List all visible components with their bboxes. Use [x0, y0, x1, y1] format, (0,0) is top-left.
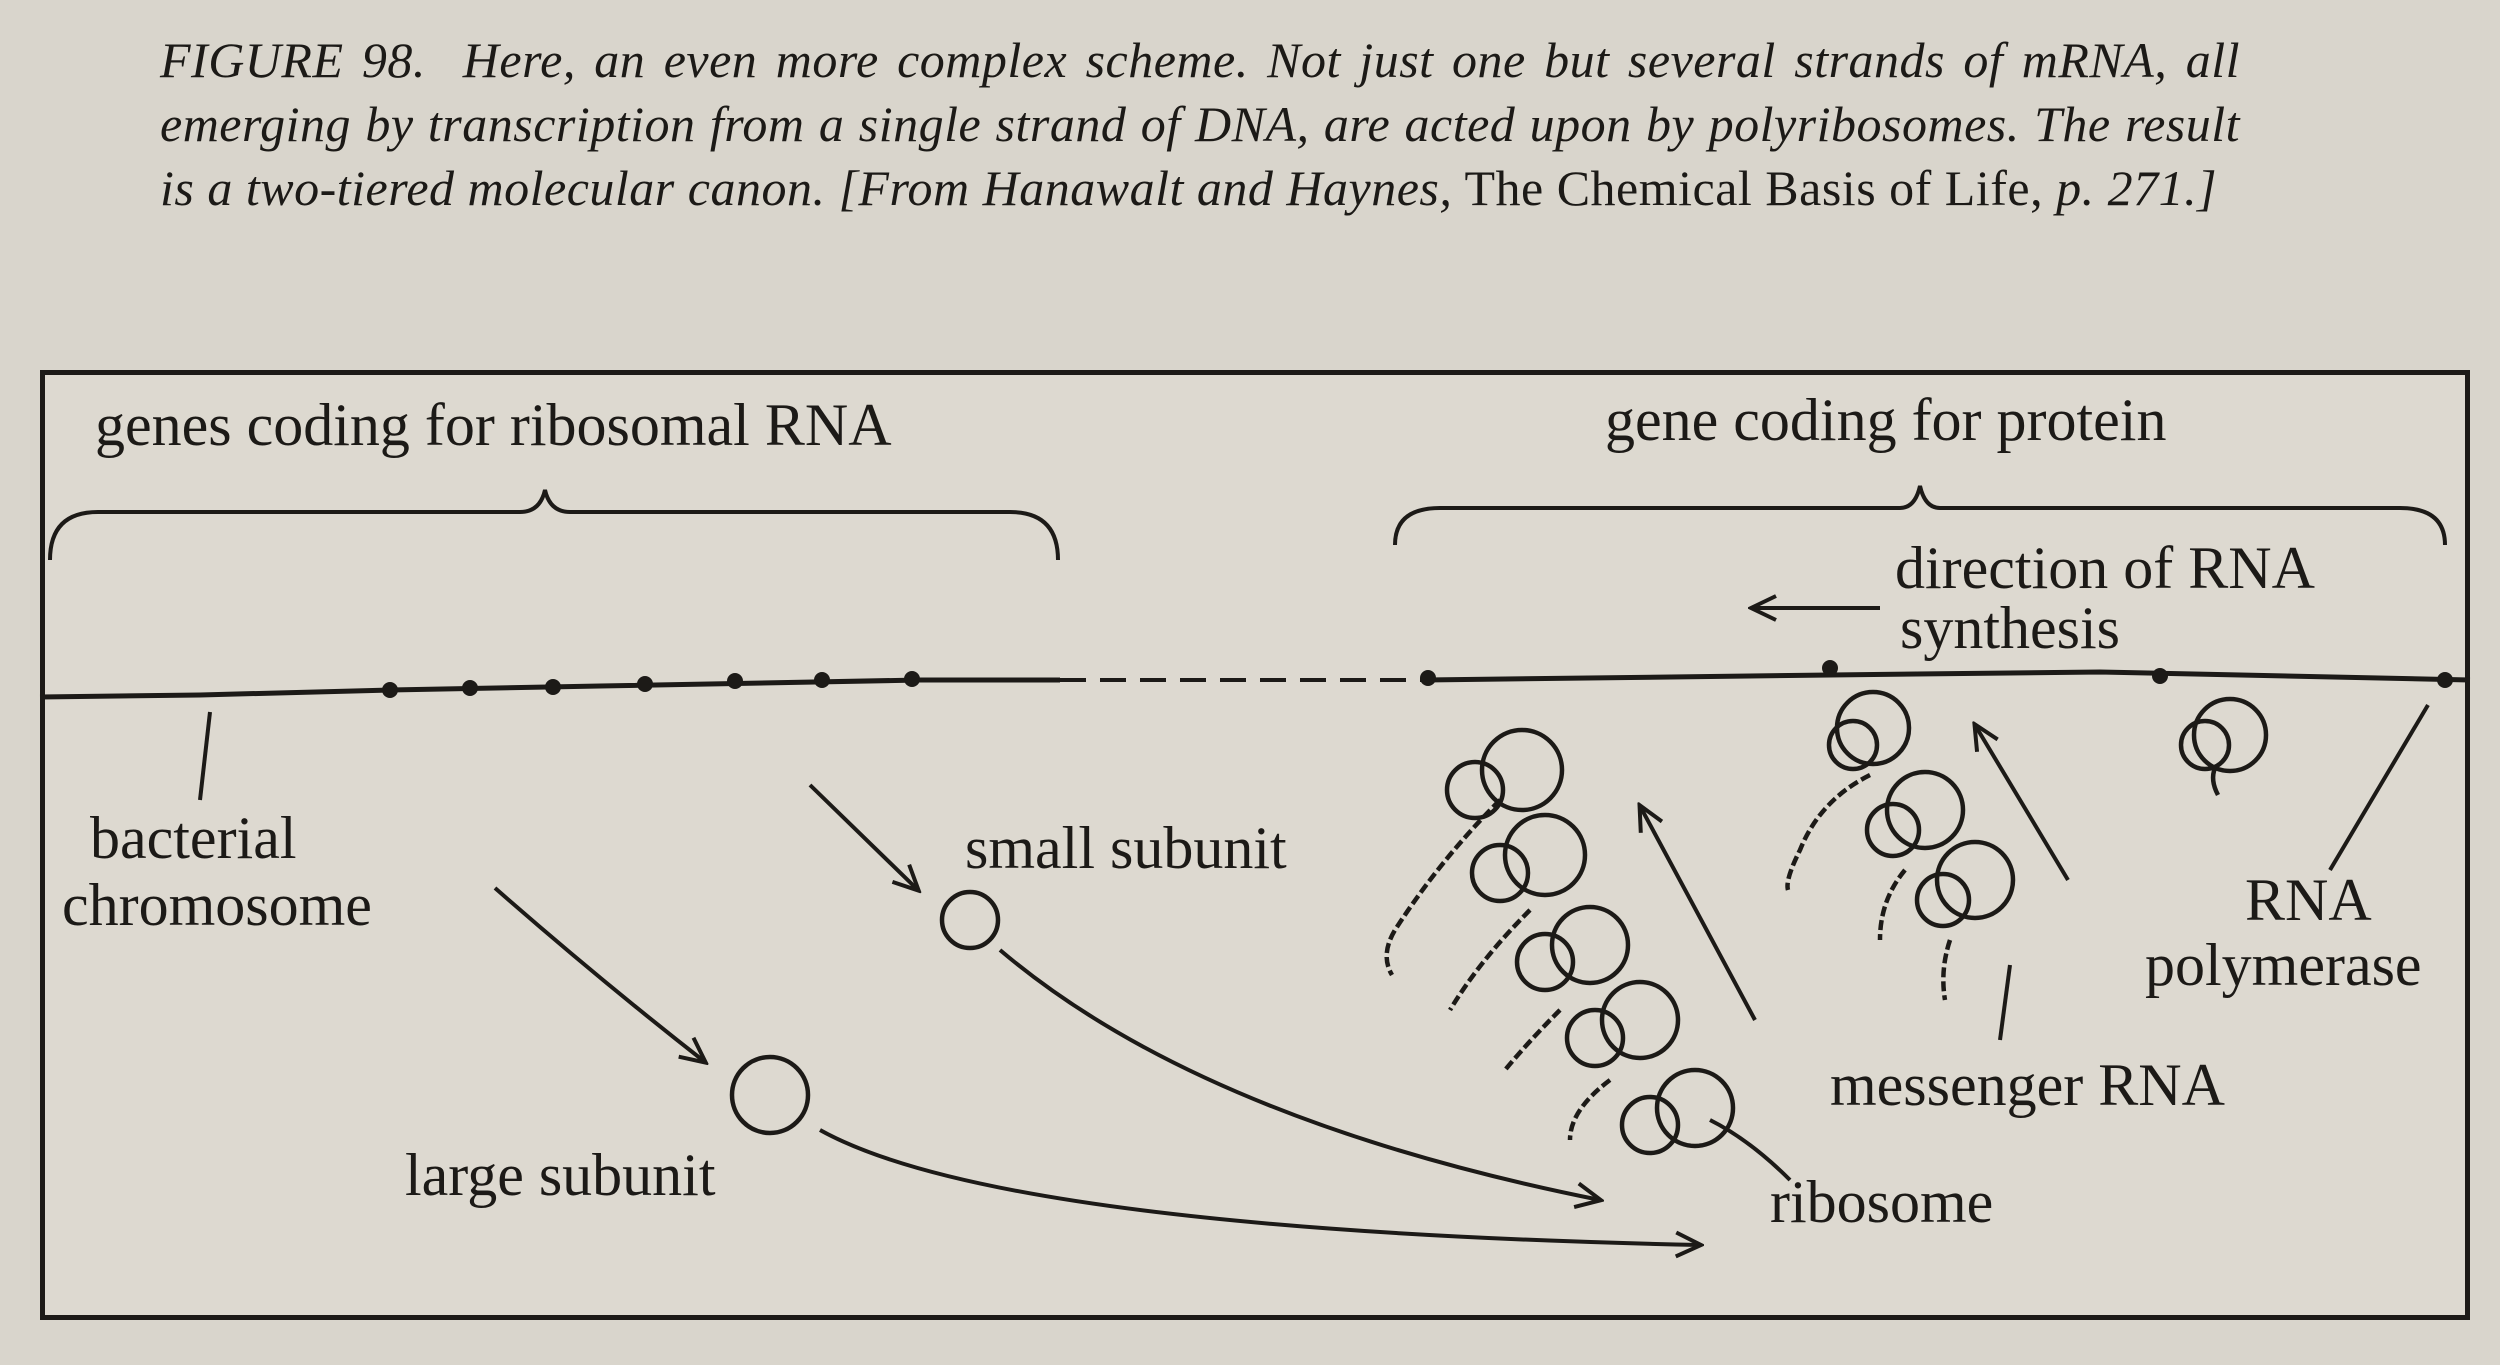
- messenger-rna-pointer-line: [1998, 964, 2012, 1041]
- ribosome: [1914, 839, 2016, 929]
- label-direction-line2: synthesis: [1900, 595, 2120, 661]
- label-gene-protein: gene coding for protein: [1605, 387, 2166, 453]
- chromosome-protein-region: [1424, 669, 2471, 683]
- label-small-subunit: small subunit: [965, 815, 1287, 881]
- label-ribosome: ribosome: [1770, 1169, 1993, 1235]
- transcription-arrow-1: [1640, 806, 1757, 1021]
- large-subunit-shape: [729, 1054, 811, 1136]
- ribosome: [1619, 1067, 1736, 1156]
- ribosome: [1564, 979, 1681, 1069]
- figure-frame: [40, 370, 2470, 1320]
- ribosomal-genes-brace: [48, 489, 1060, 561]
- small-subunit-arrow: [808, 783, 918, 890]
- ribosome-pointer-line: [1709, 1118, 1792, 1182]
- caption-source-page: p. 271.]: [2056, 160, 2218, 216]
- polymerase-rna-stub: [2210, 767, 2221, 797]
- label-direction-line1: direction of RNA: [1895, 535, 2315, 601]
- chromosome-pointer-line: [198, 711, 212, 801]
- figure-caption: FIGURE 98. Here, an even more complex sc…: [160, 28, 2240, 220]
- ribosome: [1826, 689, 1912, 772]
- label-polymerase: polymerase: [2145, 932, 2422, 998]
- label-rna: RNA: [2245, 867, 2372, 933]
- ribosome-cluster-left: [1444, 727, 1736, 1156]
- label-chromosome: chromosome: [62, 872, 372, 938]
- ribosome-cluster-right: [1826, 689, 2269, 929]
- label-messenger-rna: messenger RNA: [1830, 1052, 2225, 1118]
- caption-text: Here, an even more complex scheme. Not j…: [160, 32, 2240, 216]
- label-bacterial: bacterial: [90, 805, 297, 871]
- ribosome: [1514, 904, 1631, 993]
- ribosome: [1469, 812, 1588, 904]
- transcription-arrow-2: [1975, 725, 2070, 882]
- small-to-ribosome-curve: [998, 948, 1600, 1200]
- protein-gene-brace: [1393, 485, 2447, 546]
- label-genes-ribosomal-rna: genes coding for ribosomal RNA: [95, 392, 892, 458]
- caption-source-open: [From Hanawalt and Haynes,: [838, 160, 1453, 216]
- bacterial-chromosome-strand: [39, 677, 1060, 700]
- caption-source-title: The Chemical Basis of Life,: [1464, 160, 2044, 216]
- large-subunit-arrow: [493, 886, 705, 1062]
- ribosome: [2178, 696, 2269, 774]
- figure-label: FIGURE 98.: [160, 32, 426, 88]
- messenger-rna-strands: [1384, 772, 1953, 1141]
- label-large-subunit: large subunit: [405, 1142, 716, 1208]
- large-to-ribosome-curve: [819, 1128, 1700, 1245]
- ribosome: [1864, 769, 1966, 859]
- polymerase-dots: [382, 660, 2453, 698]
- ribosome: [1444, 727, 1565, 821]
- polymerase-pointer-line: [2328, 703, 2430, 872]
- small-subunit-shape: [939, 889, 1001, 951]
